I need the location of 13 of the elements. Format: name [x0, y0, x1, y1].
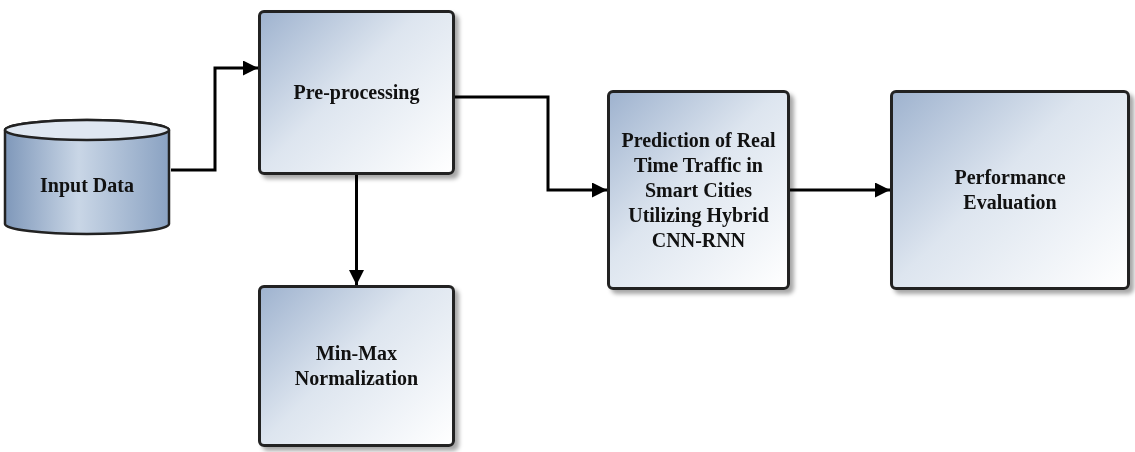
- process-box: [258, 285, 455, 447]
- node-label: Input Data: [39, 172, 135, 198]
- process-box: [258, 10, 455, 175]
- node-label: Pre-processing: [292, 80, 421, 105]
- arrow: [349, 175, 364, 285]
- arrow: [455, 95, 607, 198]
- node-label: Prediction of Real Time Traffic in Smart Cities Utilizing Hybrid CNN-RNN: [620, 127, 777, 253]
- node-label: Performance Evaluation: [953, 165, 1067, 215]
- arrow: [790, 182, 890, 198]
- process-box: [890, 90, 1130, 290]
- process-box: [607, 90, 790, 290]
- arrow: [171, 60, 258, 172]
- node-label: Min-Max Normalization: [293, 341, 420, 391]
